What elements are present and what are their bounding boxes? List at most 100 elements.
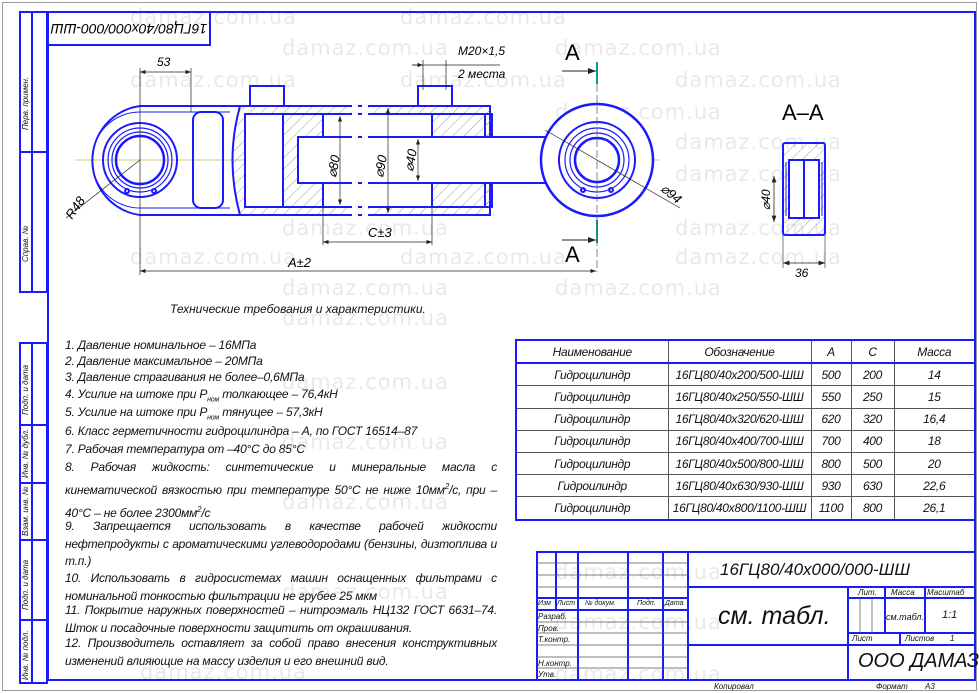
cell-c: 320 — [850, 407, 895, 431]
role-label: Разраб. — [538, 612, 567, 621]
cell-mass: 22,6 — [893, 474, 976, 498]
cell-mass: 20 — [893, 451, 976, 476]
cell-mass: 18 — [893, 429, 976, 453]
copied-label: Копировал — [714, 682, 754, 691]
margin-label: Инв. № дубл. — [21, 428, 30, 478]
cell-a: 1100 — [810, 496, 852, 520]
sheets-label: Листов — [905, 634, 935, 643]
cell-a: 550 — [810, 385, 852, 409]
cylinder-body — [231, 85, 561, 217]
section-markers — [562, 62, 598, 272]
mass-label: Масса — [891, 588, 915, 597]
cell-c: 250 — [850, 385, 895, 409]
cell-c: 630 — [850, 474, 895, 498]
dim-bore-outer: ⌀90 — [371, 153, 390, 178]
format-value: А3 — [925, 682, 935, 691]
requirement-item: 10. Использовать в гидросистемах машин о… — [65, 571, 497, 603]
mass-value: см.табл. — [886, 612, 925, 622]
column-header: A — [810, 339, 852, 365]
col-header: Дата — [665, 600, 684, 607]
section-view-title: А–А — [782, 100, 824, 125]
column-header: Наименование — [515, 339, 669, 365]
rear-eye — [91, 105, 240, 216]
dimension-lines — [65, 60, 681, 275]
cell-mass: 16,4 — [893, 407, 976, 431]
section-cut-label-top: A — [565, 40, 580, 65]
cell-name: Гидроцилиндр — [515, 407, 669, 431]
sheets-value: 1 — [950, 634, 955, 643]
cell-designation: 16ГЦ80/40х400/700-ШШ — [667, 429, 812, 453]
format-label: Формат — [876, 682, 908, 691]
cell-name: Гидроцилиндр — [515, 451, 669, 476]
dim-bore-inner: ⌀80 — [324, 153, 343, 178]
requirement-item: 3. Давление страгивания не более–0,6МПа — [65, 370, 305, 384]
dim-port-thread: M20×1,5 — [458, 44, 505, 58]
requirement-item: 12. Производитель оставляет за собой пра… — [65, 636, 497, 668]
cell-mass: 26,1 — [893, 496, 976, 520]
column-header: C — [850, 339, 895, 365]
variants-table: Наименование Обозначение A C Масса Гидро… — [515, 339, 976, 521]
subscript: ном — [207, 414, 220, 422]
drawing-designation: 16ГЦ80/40х000/000-ШШ — [720, 560, 910, 579]
scale-value: 1:1 — [942, 609, 958, 621]
cell-name: Гидроцилиндр — [515, 385, 669, 409]
margin-label: Инв. № подл. — [21, 630, 30, 680]
cell-name: Гидроцилиндр — [515, 362, 669, 387]
column-header: Обозначение — [667, 339, 812, 365]
requirement-item: 7. Рабочая температура от –40°С до 85°С — [65, 442, 305, 456]
title-block-frame — [536, 551, 976, 681]
column-header: Масса — [893, 339, 976, 365]
company-name: ООО ДАМАЗ — [858, 650, 979, 672]
margin-label: Подп. и дата — [21, 364, 30, 415]
subscript: ном — [207, 396, 220, 404]
section-view — [771, 142, 826, 268]
requirement-text: 4. Усилие на штоке при P — [65, 387, 208, 401]
requirement-item: 1. Давление номинальное – 16МПа — [65, 338, 257, 352]
requirement-text: тянущее – 57,3кН — [219, 405, 323, 419]
table-header-row: Наименование Обозначение A C Масса — [515, 339, 976, 365]
cell-designation: 16ГЦ80/40х630/930-ШШ — [667, 474, 812, 498]
requirement-item: 4. Усилие на штоке при Pном толкающее – … — [65, 386, 497, 409]
cell-designation: 16ГЦ80/40х200/500-ШШ — [667, 362, 812, 387]
margin-label: Подп. и дата — [21, 559, 30, 610]
col-header: Изм — [538, 600, 551, 607]
dim-eye-diameter: ⌀94 — [658, 181, 685, 207]
rotated-stamp-code: 16ГЦ80/40х000/000-ШШ — [51, 21, 208, 37]
requirement-text: 5. Усилие на штоке при P — [65, 405, 208, 419]
requirement-item: 11. Покрытие наружных поверхностей – нит… — [65, 603, 497, 635]
requirement-text: толкающее – 76,4кН — [219, 387, 338, 401]
cell-c: 500 — [850, 451, 895, 476]
requirement-item: 8. Рабочая жидкость: синтетические и мин… — [65, 458, 497, 523]
cell-mass: 14 — [893, 362, 976, 387]
role-label: Н.контр. — [538, 659, 572, 668]
margin-label: Перв. примен. — [21, 76, 30, 130]
col-header: Подп. — [637, 600, 656, 607]
cell-name: Гидроцилиндр — [515, 429, 669, 453]
scale-label: Масштаб — [927, 588, 965, 597]
margin-label: Взам. инв. № — [21, 486, 30, 536]
requirement-text: /с, при –40°С – не более 2300мм — [65, 483, 497, 520]
cell-a: 620 — [810, 407, 852, 431]
dim-section-width: 36 — [795, 266, 809, 280]
cell-a: 700 — [810, 429, 852, 453]
superscript: 2 — [197, 505, 202, 514]
sheet-label: Лист — [852, 634, 873, 643]
cell-c: 200 — [850, 362, 895, 387]
requirement-item: 5. Усилие на штоке при Pном тянущее – 57… — [65, 404, 497, 427]
col-header: № докум. — [585, 600, 616, 607]
dim-rod: ⌀40 — [401, 147, 420, 172]
role-label: Пров. — [538, 624, 560, 633]
cell-a: 500 — [810, 362, 852, 387]
requirements-title: Технические требования и характеристики. — [170, 302, 426, 316]
drawing-name: см. табл. — [718, 602, 831, 630]
cell-designation: 16ГЦ80/40х250/550-ШШ — [667, 385, 812, 409]
cell-a: 930 — [810, 474, 852, 498]
